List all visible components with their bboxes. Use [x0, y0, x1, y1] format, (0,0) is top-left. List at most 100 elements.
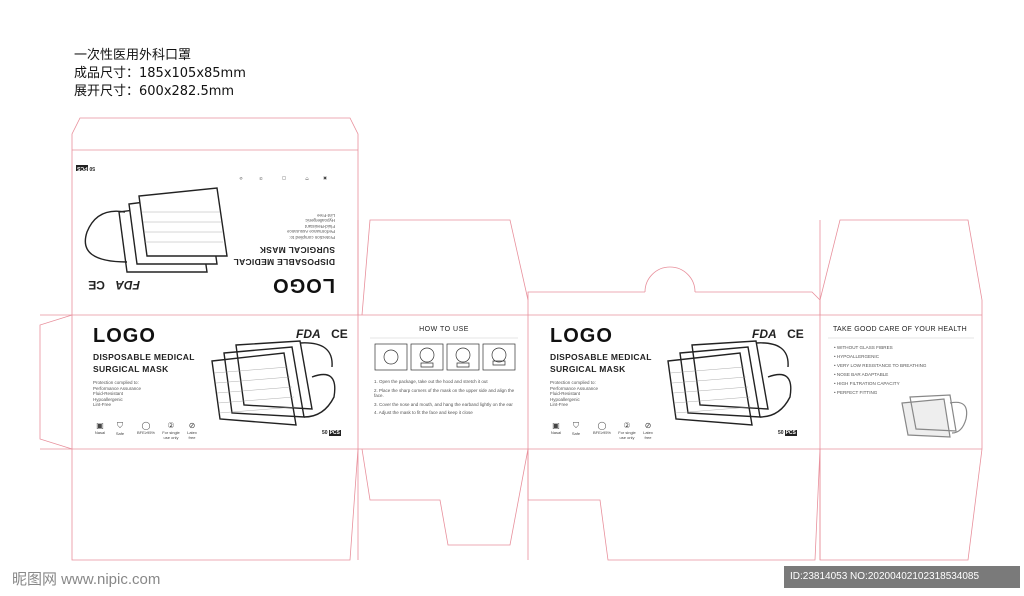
- lid-prot-2: Fluid-Resistant: [304, 223, 335, 229]
- shield-icon: ⛉: [305, 176, 309, 181]
- lid-prot-1: Performance Assurance: [286, 229, 335, 235]
- spec-unfolded-size: 展开尺寸：600x282.5mm: [74, 84, 235, 99]
- latex-free-icon: ⊘Latex free: [640, 421, 656, 440]
- back-title: DISPOSABLE MEDICAL SURGICAL MASK: [550, 351, 652, 375]
- front-mask-illustration: [211, 340, 336, 426]
- latex-free-label: Latex free: [187, 430, 197, 440]
- back-title-line1: DISPOSABLE MEDICAL: [550, 352, 652, 362]
- latex-free-icon: ⊘Latex free: [184, 421, 200, 440]
- bfe-icon: ◯BFE≥95%: [134, 421, 158, 435]
- howto-step-1: 1. Open the package, take out the hood a…: [374, 379, 488, 384]
- lid-panel: LOGO DISPOSABLE MEDICAL SURGICAL MASK Pr…: [75, 152, 345, 302]
- lid-pcs-badge: 50PCS: [76, 165, 95, 171]
- front-title: DISPOSABLE MEDICAL SURGICAL MASK: [93, 351, 195, 375]
- back-fda-mark: FDA: [752, 327, 777, 341]
- lid-prot-0: Protection complied to:: [289, 235, 335, 240]
- lid-logo: LOGO: [272, 274, 335, 296]
- front-title-line1: DISPOSABLE MEDICAL: [93, 352, 195, 362]
- bfe-icon: ◯: [281, 176, 287, 181]
- latex-free-icon: ⊘: [239, 176, 243, 181]
- lid-title: DISPOSABLE MEDICAL SURGICAL MASK: [233, 244, 335, 268]
- back-cert: FDA CE: [752, 325, 804, 343]
- shield-icon: ⛉Safe: [112, 421, 128, 436]
- care-list: • WITHOUT GLASS FIBRES • HYPOALLERGENIC …: [834, 343, 927, 397]
- watermark-text: 昵图网 www.nipic.com: [12, 571, 161, 588]
- back-bfe-label: BFE≥95%: [593, 430, 611, 435]
- lid-prot-4: Lint-Free: [316, 212, 335, 218]
- lid-prot-3: Hypoallergenic: [305, 218, 335, 224]
- lid-icon-row: ▣ ⛉ ◯ ② ⊘: [233, 157, 333, 181]
- care-item-label: PERFECT FITTING: [836, 390, 878, 395]
- front-protection: Protection complied to: Performance Assu…: [93, 380, 141, 408]
- back-prot-0: Protection complied to:: [550, 380, 596, 385]
- care-item: • PERFECT FITTING: [834, 390, 878, 395]
- back-safe-label: Safe: [571, 431, 581, 436]
- lid-mask-illustration: [84, 187, 228, 273]
- care-item-label: HIGH FILTRATION CAPACITY: [836, 381, 900, 386]
- shield-icon: ⛉Safe: [568, 421, 584, 436]
- back-mask-illustration: [667, 340, 792, 426]
- lid-title-line2: SURGICAL MASK: [259, 245, 335, 255]
- care-item: • HYPOALLERGENIC: [834, 354, 880, 359]
- back-title-line2: SURGICAL MASK: [550, 364, 626, 374]
- front-pcs-count: 50: [322, 430, 328, 436]
- back-prot-3: Hypoallergenic: [550, 396, 580, 402]
- front-panel: LOGO DISPOSABLE MEDICAL SURGICAL MASK Pr…: [72, 315, 358, 449]
- nasal-icon: ▣: [323, 176, 327, 181]
- howto-title: HOW TO USE: [419, 326, 469, 333]
- howto-step-2: 2. Place the sharp corners of the mask o…: [374, 387, 515, 399]
- front-pcs-label: PCS: [328, 430, 341, 436]
- back-pcs-count: 50: [778, 430, 784, 436]
- back-prot-2: Fluid-Resistant: [550, 391, 581, 397]
- spec-product-name: 一次性医用外科口罩: [74, 48, 192, 63]
- care-mask-illustration: [901, 394, 968, 438]
- lid-pcs-count: 50: [89, 165, 95, 171]
- front-prot-2: Fluid-Resistant: [93, 391, 124, 397]
- howto-steps: 1. Open the package, take out the hood a…: [374, 379, 522, 416]
- howto-step-4: 4. Adjust the mask to fit the face and k…: [374, 410, 473, 415]
- care-item-label: VERY LOW RESISTANCE TO BREATHING: [836, 363, 927, 368]
- spec-finished-size: 成品尺寸：185x105x85mm: [74, 66, 246, 81]
- back-logo: LOGO: [550, 325, 613, 347]
- care-panel: TAKE GOOD CARE OF YOUR HEALTH • WITHOUT …: [826, 315, 978, 449]
- safe-label: Safe: [115, 431, 125, 436]
- bfe-icon: ◯BFE≥95%: [590, 421, 614, 435]
- care-item-label: HYPOALLERGENIC: [836, 354, 880, 359]
- front-cert: FDA CE: [296, 325, 348, 343]
- front-prot-1: Performance Assurance: [93, 385, 142, 391]
- nasal-label: Nasal: [94, 430, 106, 435]
- front-ce-mark: CE: [331, 327, 348, 341]
- care-item: • WITHOUT GLASS FIBRES: [834, 345, 893, 350]
- front-logo: LOGO: [93, 325, 156, 347]
- id-text: ID:23814053 NO:20200402102318534085: [790, 571, 980, 582]
- howto-panel: HOW TO USE 1. Open the package, take out…: [362, 315, 526, 449]
- spec-block: 一次性医用外科口罩 成品尺寸：185x105x85mm 展开尺寸：600x282…: [74, 47, 246, 101]
- back-single-use-label: For single use only: [618, 430, 636, 440]
- front-prot-3: Hypoallergenic: [93, 396, 123, 402]
- lid-pcs-label: PCS: [76, 165, 89, 171]
- back-prot-1: Performance Assurance: [550, 385, 599, 391]
- care-item: • VERY LOW RESISTANCE TO BREATHING: [834, 363, 927, 368]
- lid-protection: Protection complied to: Performance Assu…: [287, 212, 335, 240]
- back-panel: LOGO DISPOSABLE MEDICAL SURGICAL MASK Pr…: [528, 315, 820, 449]
- id-bar: ID:23814053 NO:20200402102318534085: [784, 566, 1020, 588]
- back-protection: Protection complied to: Performance Assu…: [550, 380, 598, 408]
- back-ce-mark: CE: [787, 327, 804, 341]
- back-pcs-label: PCS: [784, 430, 797, 436]
- nasal-icon: ▣Nasal: [548, 421, 564, 435]
- front-fda-mark: FDA: [296, 327, 321, 341]
- front-prot-0: Protection complied to:: [93, 380, 139, 385]
- back-prot-4: Lint-Free: [550, 402, 569, 408]
- back-latex-free-label: Latex free: [643, 430, 653, 440]
- care-item-label: WITHOUT GLASS FIBRES: [836, 345, 893, 350]
- care-title: TAKE GOOD CARE OF YOUR HEALTH: [833, 326, 967, 333]
- howto-illustrations: [374, 343, 518, 373]
- care-item: • HIGH FILTRATION CAPACITY: [834, 381, 900, 386]
- bfe-label: BFE≥95%: [137, 430, 155, 435]
